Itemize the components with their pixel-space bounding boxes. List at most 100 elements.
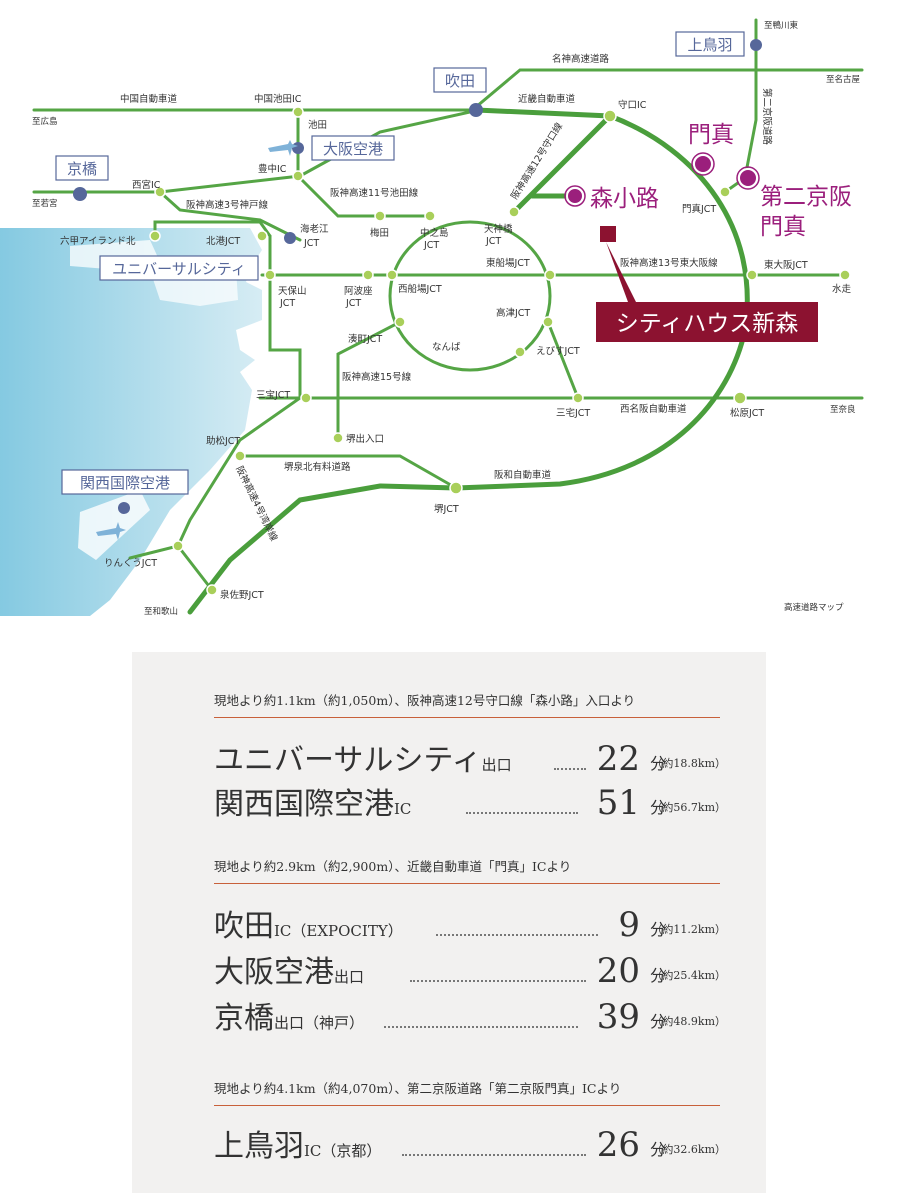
route-unit: 分 <box>649 1012 666 1031</box>
label-chugoku-ikeda: 中国池田IC <box>254 93 302 105</box>
expressway-map: シティハウス新森 上鳥羽 吹田 大阪空港 京橋 ユニバーサルシティ 関西国際空港… <box>0 18 864 617</box>
node-ebisu[interactable] <box>514 346 526 358</box>
kadoma-marker[interactable] <box>693 154 713 174</box>
route-name: 大阪空港 <box>214 955 334 990</box>
kix-box <box>61 469 189 495</box>
node-tempozan[interactable] <box>264 269 276 281</box>
kadoma-label: 門真 <box>688 122 734 148</box>
morishoji-marker[interactable] <box>566 187 584 205</box>
label-takatsu: 高津JCT <box>496 307 530 319</box>
route-suffix: 出口 <box>481 756 512 774</box>
label-ebie-1: 海老江 <box>300 223 329 235</box>
daini-ring <box>736 166 760 190</box>
label-awaza-2: JCT <box>345 298 361 309</box>
node-nishinomiya[interactable] <box>154 186 166 198</box>
route-name: ユニバーサルシティ <box>214 743 482 778</box>
node-rinku[interactable] <box>172 540 184 552</box>
node-mitaku[interactable] <box>572 392 584 404</box>
road-meishin: 名神高速道路 <box>552 53 610 65</box>
node-sakai[interactable] <box>449 481 463 495</box>
route-minutes: 51 <box>596 783 640 823</box>
kyobashi-box <box>55 155 109 181</box>
route-suffix: IC（京都） <box>304 1142 382 1160</box>
station-dot-kix[interactable] <box>118 502 130 514</box>
route-name: 関西国際空港 <box>214 787 394 822</box>
daini-keihan-kadoma-marker[interactable] <box>738 168 758 188</box>
route-minutes: 9 <box>618 905 640 945</box>
node-umeda[interactable] <box>374 210 386 222</box>
node-rokko[interactable] <box>149 230 161 242</box>
label-mizuhai: 水走 <box>832 283 852 295</box>
route-kamitoba: 上鳥羽IC（京都） 26 分 （約32.6km） <box>214 1118 726 1164</box>
road-sakaisenboku: 堺泉北有料道路 <box>284 461 351 473</box>
osaka-airport-label: 大阪空港 <box>323 140 383 158</box>
hanshin3-road <box>32 190 302 242</box>
label-ebisu: えびすJCT <box>536 346 580 357</box>
route-unit: 分 <box>649 798 666 817</box>
node-higashisenba[interactable] <box>544 269 556 281</box>
route-suffix: 出口（神戸） <box>274 1014 365 1032</box>
airplane-icon <box>268 140 298 156</box>
node-nishisenba[interactable] <box>386 269 398 281</box>
node-moriguchi[interactable] <box>603 109 617 123</box>
leader-dots <box>384 1026 578 1028</box>
station-dot-usj[interactable] <box>284 232 296 244</box>
route-name: 京橋 <box>214 1001 274 1036</box>
route-kix: 関西国際空港IC 51 分 （約56.7km） <box>214 776 726 822</box>
node-ikeda[interactable] <box>292 106 304 118</box>
road-hanshin4: 阪神高速4号湾岸線 <box>233 464 280 543</box>
label-sakaide: 堺出入口 <box>346 433 384 445</box>
label-sakai-jct: 堺JCT <box>434 503 459 515</box>
route-usj: ユニバーサルシティ出口 22 分 （約18.8km） <box>214 732 726 778</box>
node-sakaide[interactable] <box>332 432 344 444</box>
node-awaza[interactable] <box>362 269 374 281</box>
node-higashiosaka[interactable] <box>746 269 758 281</box>
route-unit: 分 <box>649 966 666 985</box>
dest-nara: 至奈良 <box>830 404 856 415</box>
label-higashiosaka: 東大阪JCT <box>764 259 808 271</box>
road-kinki: 近畿自動車道 <box>518 93 576 105</box>
kadoma-ring <box>691 152 715 176</box>
node-sukematsu[interactable] <box>234 450 246 462</box>
route-minutes: 39 <box>596 997 640 1037</box>
label-ebie-2: JCT <box>303 238 319 249</box>
route-distance: （約11.2km） <box>651 923 726 936</box>
label-nishinomiya: 西宮IC <box>132 179 161 191</box>
node-minatomachi[interactable] <box>394 316 406 328</box>
leader-dots <box>436 934 598 936</box>
osaka-airport-box <box>311 135 395 161</box>
label-namba: なんば <box>432 342 461 353</box>
label-rokko: 六甲アイランド北 <box>60 235 136 247</box>
label-moriguchi-ic: 守口IC <box>618 99 647 111</box>
node-toyonaka[interactable] <box>292 170 304 182</box>
node-sanpo[interactable] <box>300 392 312 404</box>
label-minatomachi: 湊町JCT <box>348 333 382 345</box>
station-dot-suita[interactable] <box>469 103 483 117</box>
node-kitako[interactable] <box>256 230 268 242</box>
station-dot-osaka-airport[interactable] <box>292 142 304 154</box>
road-hanshin13: 阪神高速13号東大阪線 <box>620 257 718 269</box>
node-mizuhai[interactable] <box>839 269 851 281</box>
label-tempozan-2: JCT <box>279 298 295 309</box>
airplane-icon-kix <box>96 522 126 540</box>
node-matsubara[interactable] <box>733 391 747 405</box>
node-kadoma-jct[interactable] <box>719 186 731 198</box>
site-marker[interactable] <box>600 226 616 242</box>
node-nakanoshima[interactable] <box>424 210 436 222</box>
station-dot-kamitoba[interactable] <box>750 39 762 51</box>
station-dot-kyobashi[interactable] <box>73 187 87 201</box>
leader-dots <box>402 1154 586 1156</box>
node-takatsu[interactable] <box>542 316 554 328</box>
route-kyobashi: 京橋出口（神戸） 39 分 （約48.9km） <box>214 990 726 1036</box>
label-sukematsu: 助松JCT <box>206 435 240 447</box>
node-tenjinbashi[interactable] <box>508 206 520 218</box>
node-izumisano[interactable] <box>206 584 218 596</box>
route-distance: （約56.7km） <box>651 801 726 814</box>
usj-box <box>99 255 259 281</box>
site-label-box <box>596 302 818 342</box>
route-name: 上鳥羽 <box>214 1129 304 1164</box>
label-tenjinbashi-1: 天神橋 <box>484 223 513 235</box>
route-unit: 分 <box>649 1140 666 1159</box>
dest-hiroshima: 至広島 <box>32 116 58 127</box>
dest-wakamiya: 至若宮 <box>32 198 58 209</box>
